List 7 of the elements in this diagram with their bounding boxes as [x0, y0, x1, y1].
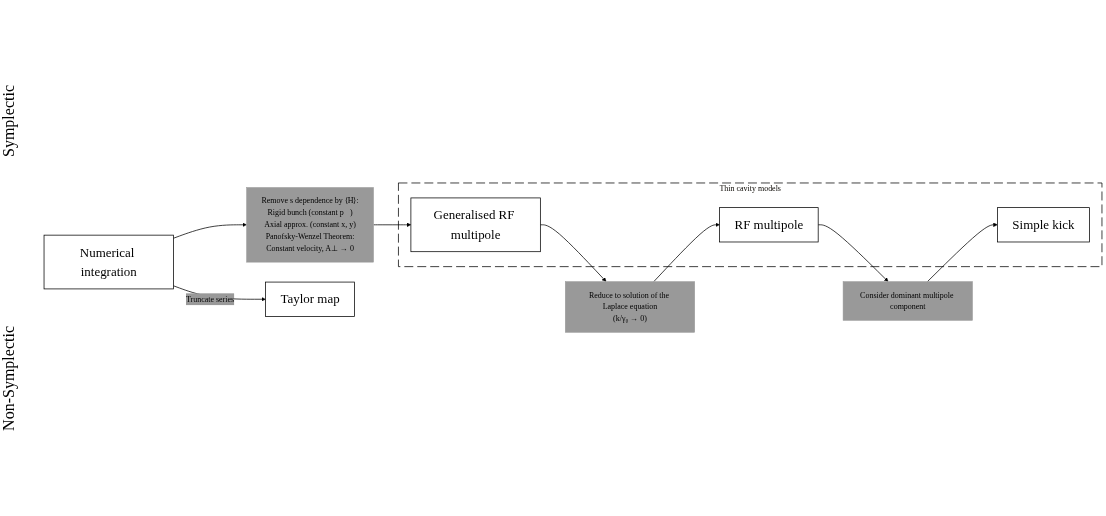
- node-box: Taylor map: [265, 282, 355, 318]
- row-label: Symplectic: [0, 84, 19, 157]
- node-box: Simple kick: [997, 207, 1090, 243]
- node-box: RF multipole: [719, 207, 819, 243]
- row-label: Non-Symplectic: [0, 326, 19, 432]
- node-box: Generalised RF multipole: [410, 197, 541, 253]
- node-box: Numerical integration: [43, 235, 174, 290]
